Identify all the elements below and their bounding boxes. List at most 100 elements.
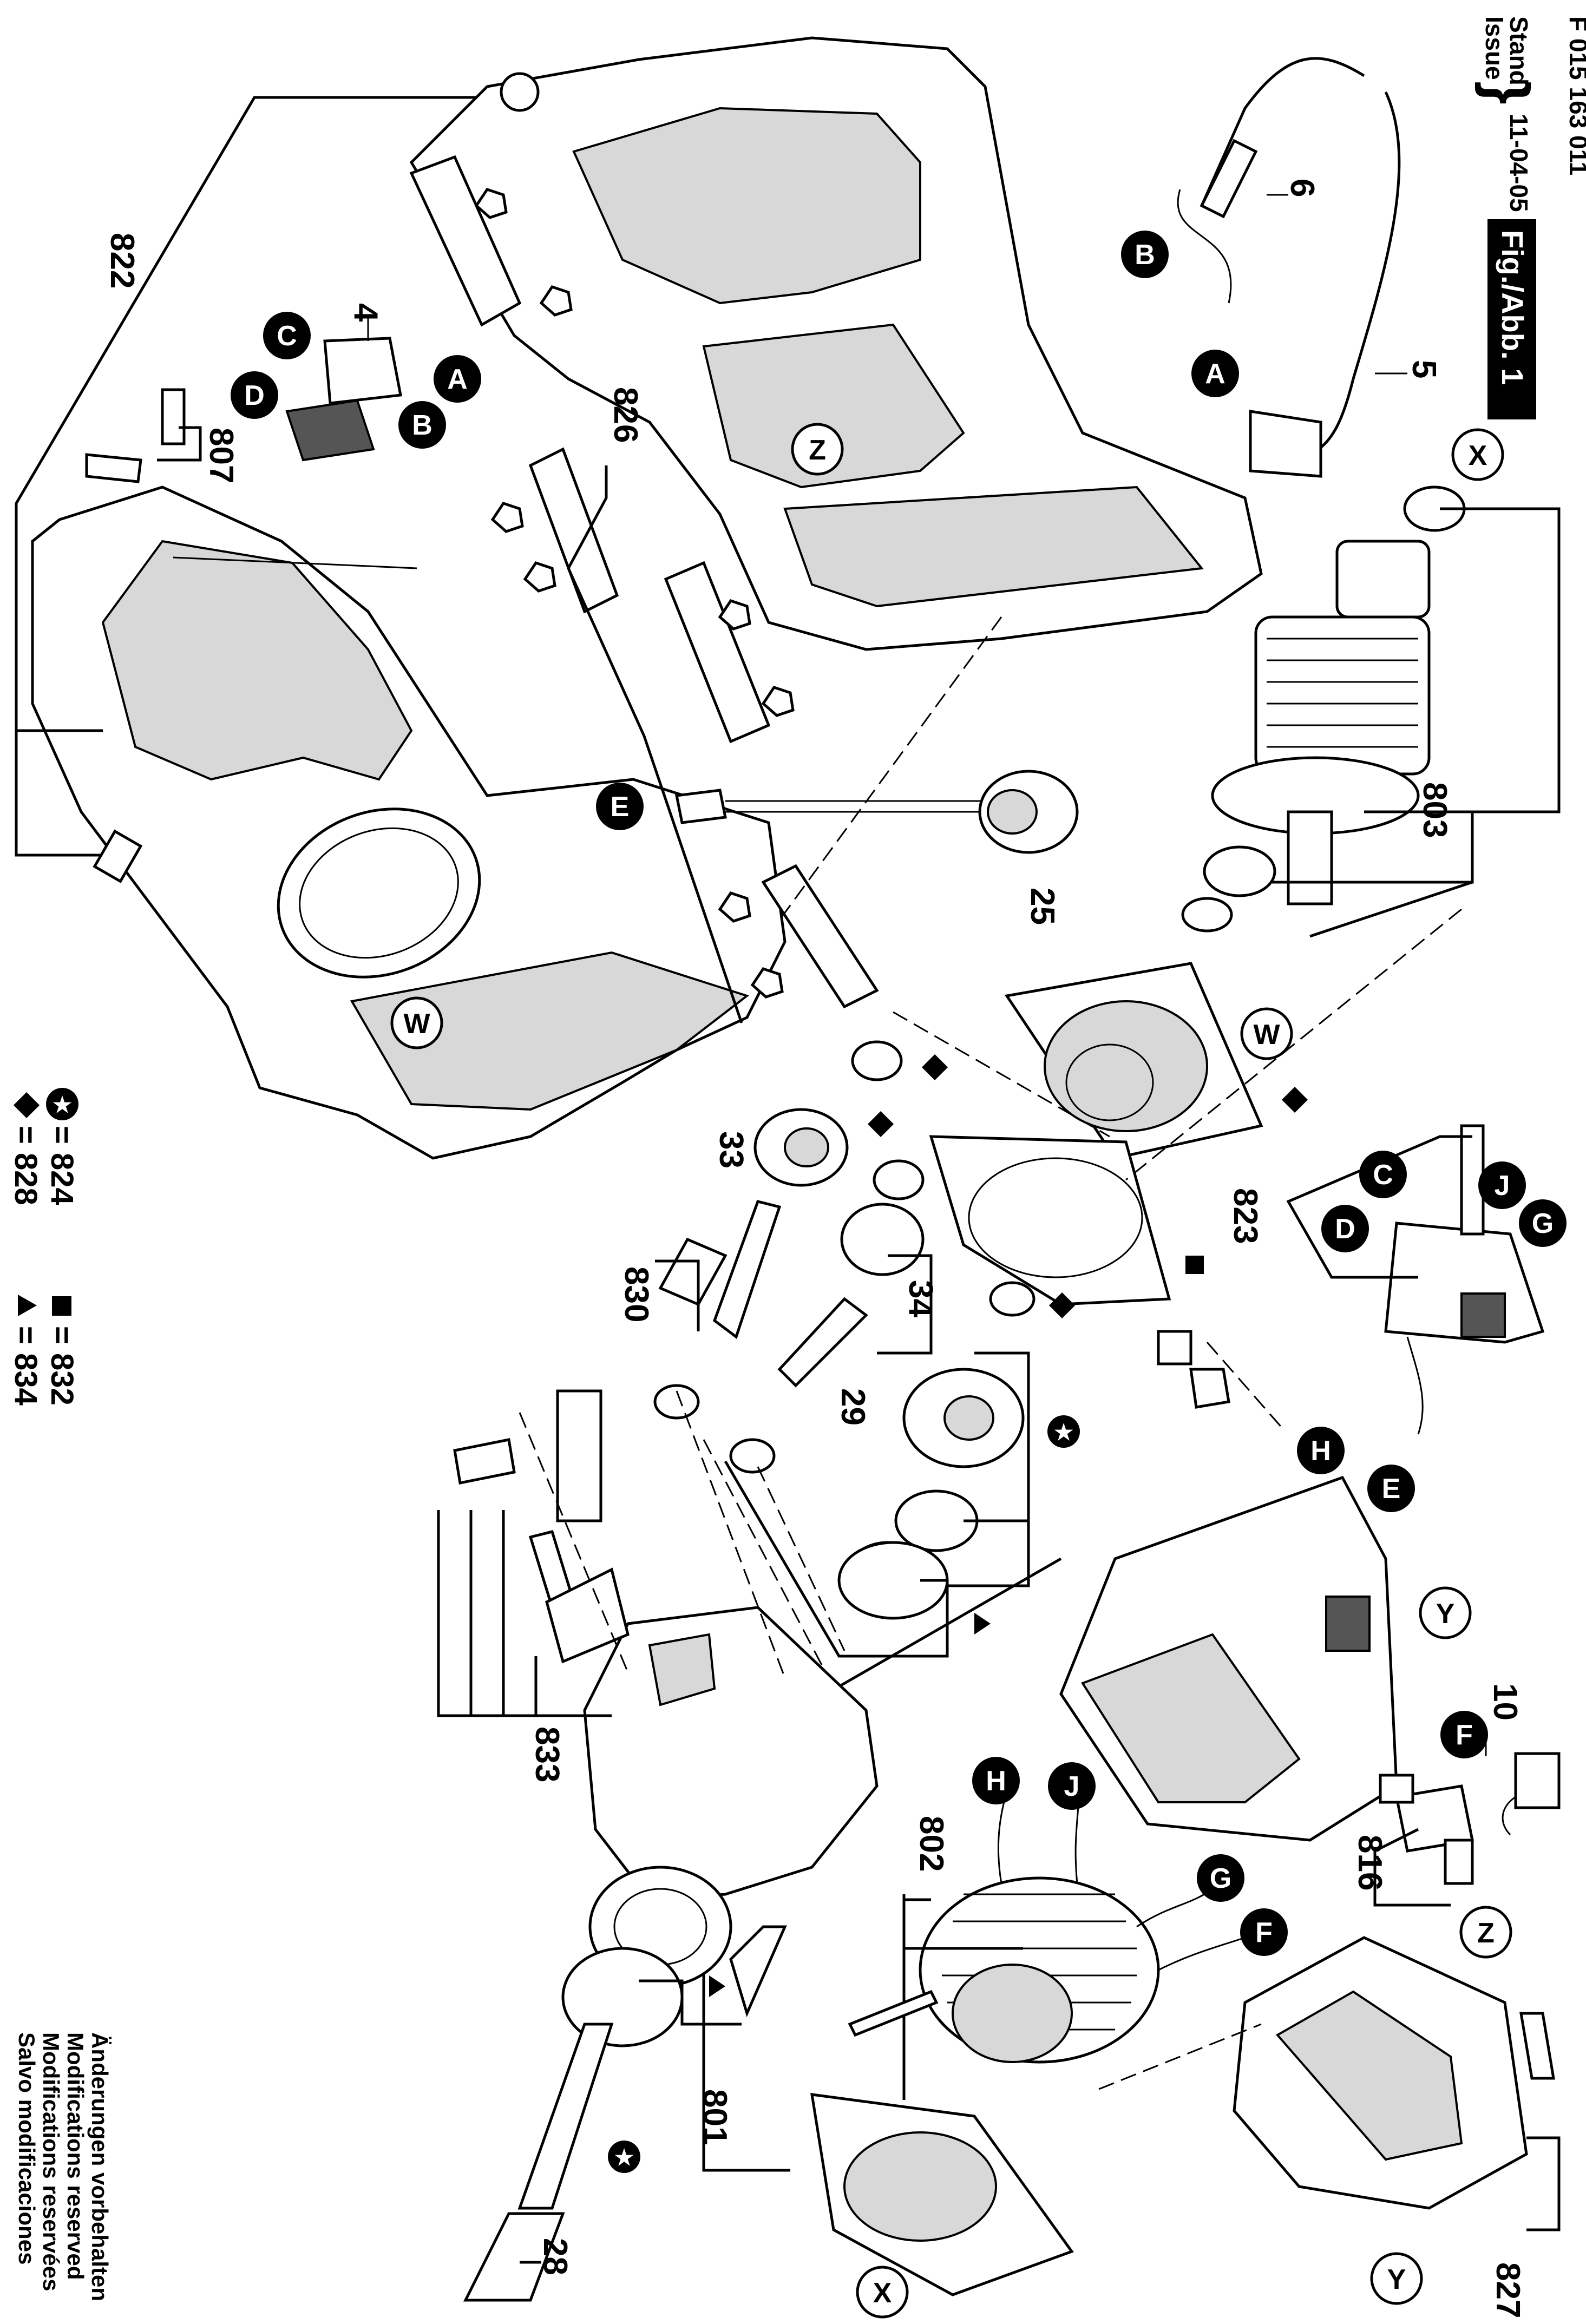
svg-text:D: D [1335, 1213, 1355, 1245]
ref-w-plate: W [1240, 1007, 1293, 1060]
svg-text:A: A [447, 364, 468, 395]
part-number-10: 10 [1486, 1683, 1524, 1721]
svg-text:Modifications reservées: Modifications reservées [38, 2032, 64, 2292]
svg-text:Änderungen vorbehalten: Änderungen vorbehalten [87, 2032, 113, 2301]
svg-text:G: G [1210, 1863, 1231, 1894]
svg-text:J: J [1064, 1771, 1080, 1802]
connector-h-coil: H [972, 1757, 1020, 1804]
part-number-833: 833 [528, 1726, 566, 1782]
nuts [474, 188, 795, 999]
bracket-834 [724, 1460, 949, 1658]
connector-g-coil: G [1197, 1854, 1244, 1902]
svg-text:Z: Z [809, 435, 826, 466]
brace-symbol: } [1474, 81, 1541, 104]
part-number-34: 34 [902, 1280, 939, 1317]
legend-item-star: ★ = 824 [44, 1088, 80, 1205]
brush-holder-816 [1379, 1774, 1474, 1885]
part-number-823: 823 [1227, 1188, 1264, 1244]
svg-text:= 824: = 824 [44, 1126, 80, 1205]
connector-h-terminal: H [1297, 1427, 1345, 1474]
connector-j-cover: J [1478, 1161, 1526, 1209]
ref-x-endplate: X [856, 2266, 909, 2319]
bracket-822 [15, 96, 493, 857]
switch-4 [285, 317, 402, 462]
svg-text:Y: Y [1436, 1598, 1455, 1630]
stand-label: Stand [1505, 16, 1533, 86]
svg-text:W: W [1253, 1019, 1280, 1051]
star-icons: ★ ★ [608, 1415, 1080, 2173]
part-number-802: 802 [913, 1816, 950, 1872]
legend: ★ = 824 = 828 = 832 = 834 [8, 1088, 80, 1406]
bracket-827 [1526, 2136, 1561, 2231]
bracket-816 [1373, 1828, 1451, 1907]
part-number-6: 6 [1283, 179, 1321, 197]
ref-w-upper: W [390, 996, 443, 1049]
assembly-lines [519, 616, 1462, 2090]
lock-parts-833 [453, 1389, 630, 1664]
power-cable [1177, 57, 1401, 478]
bracket-807 [157, 426, 202, 462]
issue-label: Issue [1480, 16, 1509, 80]
connector-e-terminal: E [1367, 1465, 1415, 1512]
cover-827 [1233, 1936, 1555, 2210]
legend-item-triangle: = 834 [8, 1295, 43, 1406]
part-number-5: 5 [1405, 360, 1443, 378]
brush-10 [1502, 1752, 1561, 1836]
svg-text:D: D [244, 380, 265, 411]
svg-text:Salvo modificaciones: Salvo modificaciones [14, 2032, 40, 2264]
svg-text:C: C [277, 320, 297, 352]
part-number-4: 4 [347, 303, 384, 322]
svg-text:H: H [986, 1765, 1006, 1797]
connector-a-top: A [434, 355, 481, 403]
connector-j-coil: J [1048, 1762, 1096, 1810]
part-number-822: 822 [103, 233, 141, 288]
header: F 015 163 011 Stand Issue } 11-04-05 Fig… [1474, 16, 1586, 419]
connector-g-cover: G [1519, 1199, 1567, 1247]
part-number-827: 827 [1489, 2262, 1526, 2318]
connector-a-cable: A [1191, 350, 1239, 397]
svg-text:Z: Z [1477, 1918, 1495, 1949]
bracket-833 [437, 1510, 612, 1717]
part-number-816: 816 [1351, 1835, 1388, 1890]
part-number-807: 807 [202, 428, 240, 483]
svg-text:★: ★ [1054, 1421, 1073, 1445]
svg-text:= 828: = 828 [8, 1126, 43, 1205]
gear-housing [583, 1606, 879, 2018]
ref-z-housing: Z [791, 423, 844, 476]
ref-x-armature: X [1451, 428, 1504, 481]
motor-housing-y [1059, 1475, 1398, 1842]
figure-label: Fig./Abb. 1 [1496, 230, 1530, 385]
connector-letters: A B C D B A E C D J G H E F H J G F [231, 231, 1567, 1956]
connector-c-top: C [263, 312, 311, 359]
gasket-plate [929, 1135, 1171, 1306]
svg-text:★: ★ [53, 1093, 72, 1117]
connector-b-top: B [398, 401, 446, 449]
housing-half-lower [409, 36, 1263, 651]
bracket-834-lower [639, 1979, 742, 2026]
svg-text:F: F [1255, 1917, 1273, 1948]
reference-letters: W W X X Y Y Z Z [390, 423, 1512, 2319]
doc-number: F 015 163 011 [1564, 16, 1586, 175]
connector-b-cable: B [1121, 231, 1169, 278]
bracket-823 [1286, 1135, 1472, 1279]
spindle-28 [463, 1947, 684, 2302]
gear-33 [753, 1040, 925, 1200]
bracket-803 [1272, 507, 1561, 938]
part-number-29: 29 [834, 1388, 871, 1426]
figure-label-box [1487, 219, 1536, 419]
clip-807 [85, 388, 186, 483]
svg-text:B: B [412, 410, 432, 441]
bracket-802 [902, 1894, 1023, 2100]
svg-text:Modifications reserved: Modifications reserved [63, 2032, 88, 2280]
bracket-830 [655, 1259, 700, 1331]
ref-y-cover: Y [1370, 2252, 1423, 2305]
svg-text:C: C [1373, 1159, 1393, 1191]
svg-text:A: A [1205, 358, 1225, 390]
part-number-25: 25 [1024, 888, 1061, 925]
legend-item-diamond: = 828 [8, 1092, 43, 1205]
ref-z-cover: Z [1459, 1906, 1512, 1959]
footer-note: Änderungen vorbehalten Modifications res… [14, 2032, 113, 2301]
part-number-803: 803 [1416, 782, 1453, 838]
part-number-801: 801 [696, 2089, 733, 2145]
